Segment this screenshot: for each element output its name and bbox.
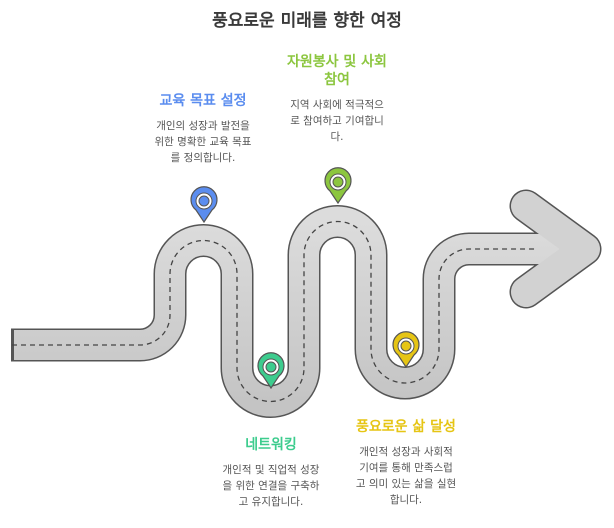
desc-line: 로 참여하고 기여합니 [290,115,384,127]
step-networking: 네트워킹 개인적 및 직업적 성장 을 위한 연결을 구축하 고 유지합니다. [201,436,341,510]
desc-line: 지역 사회에 적극적으 [290,99,384,111]
blue-map-pin-icon [190,186,218,224]
heading-line: 자원봉사 및 사회 [287,54,387,70]
green-map-pin-icon [257,352,285,390]
step-heading: 네트워킹 [245,437,297,453]
step-heading: 자원봉사 및 사회 참여 [267,53,407,89]
step-fulfilling-life: 풍요로운 삶 달성 개인적 성장과 사회적 기여를 통해 만족스럽 고 의미 있… [333,418,479,508]
step-education-goals: 교육 목표 설정 개인의 성장과 발전을 위한 명확한 교육 목표 를 정의합니… [133,92,273,166]
desc-line: 위한 명확한 교육 목표 [154,136,252,148]
step-heading: 교육 목표 설정 [159,93,247,109]
step-description: 개인적 성장과 사회적 기여를 통해 만족스럽 고 의미 있는 삶을 실현 합니… [333,444,479,508]
step-description: 개인적 및 직업적 성장 을 위한 연결을 구축하 고 유지합니다. [201,462,341,510]
desc-line: 개인적 및 직업적 성장 [222,464,320,476]
road-centerline [12,220,537,403]
yellow-map-pin-icon [392,331,420,369]
desc-line: 개인적 성장과 사회적 [359,446,453,458]
step-description: 개인의 성장과 발전을 위한 명확한 교육 목표 를 정의합니다. [133,118,273,166]
diagram-title: 풍요로운 미래를 향한 여정 [212,11,402,31]
desc-line: 기여를 통해 만족스럽 [359,462,453,474]
desc-line: 다. [330,131,344,143]
winding-road [11,189,602,418]
desc-line: 고 유지합니다. [238,496,304,508]
desc-line: 개인의 성장과 발전을 [156,120,250,132]
step-description: 지역 사회에 적극적으 로 참여하고 기여합니 다. [267,97,407,145]
desc-line: 를 정의합니다. [170,152,236,164]
heading-line: 참여 [324,72,350,88]
desc-line: 을 위한 연결을 구축하 [222,480,320,492]
desc-line: 고 의미 있는 삶을 실현 [355,478,457,490]
lime-map-pin-icon [324,167,352,205]
step-volunteering: 자원봉사 및 사회 참여 지역 사회에 적극적으 로 참여하고 기여합니 다. [267,53,407,145]
step-heading: 풍요로운 삶 달성 [356,419,456,435]
desc-line: 합니다. [389,494,423,506]
